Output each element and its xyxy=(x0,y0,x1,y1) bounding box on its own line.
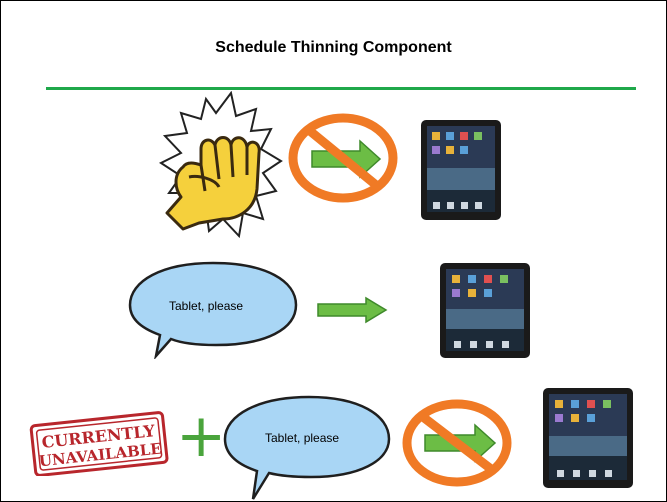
prohibited-arrow-icon xyxy=(288,113,398,203)
prohibited-arrow-icon xyxy=(402,399,512,487)
right-arrow-icon xyxy=(317,296,388,324)
tablet-icon xyxy=(421,120,501,220)
bubble-text: Tablet, please xyxy=(265,431,340,445)
tablet-icon xyxy=(543,388,633,488)
fist-icon xyxy=(158,91,283,239)
tablet-icon xyxy=(440,263,530,358)
slide-title: Schedule Thinning Component xyxy=(215,39,452,56)
bubble-text: Tablet, please xyxy=(169,299,244,313)
stamp: CURRENTLY UNAVAILABLE xyxy=(29,411,169,476)
plus-icon: + xyxy=(176,401,227,471)
title-divider xyxy=(46,87,636,90)
speech-bubble xyxy=(223,395,391,500)
speech-bubble xyxy=(128,261,298,359)
